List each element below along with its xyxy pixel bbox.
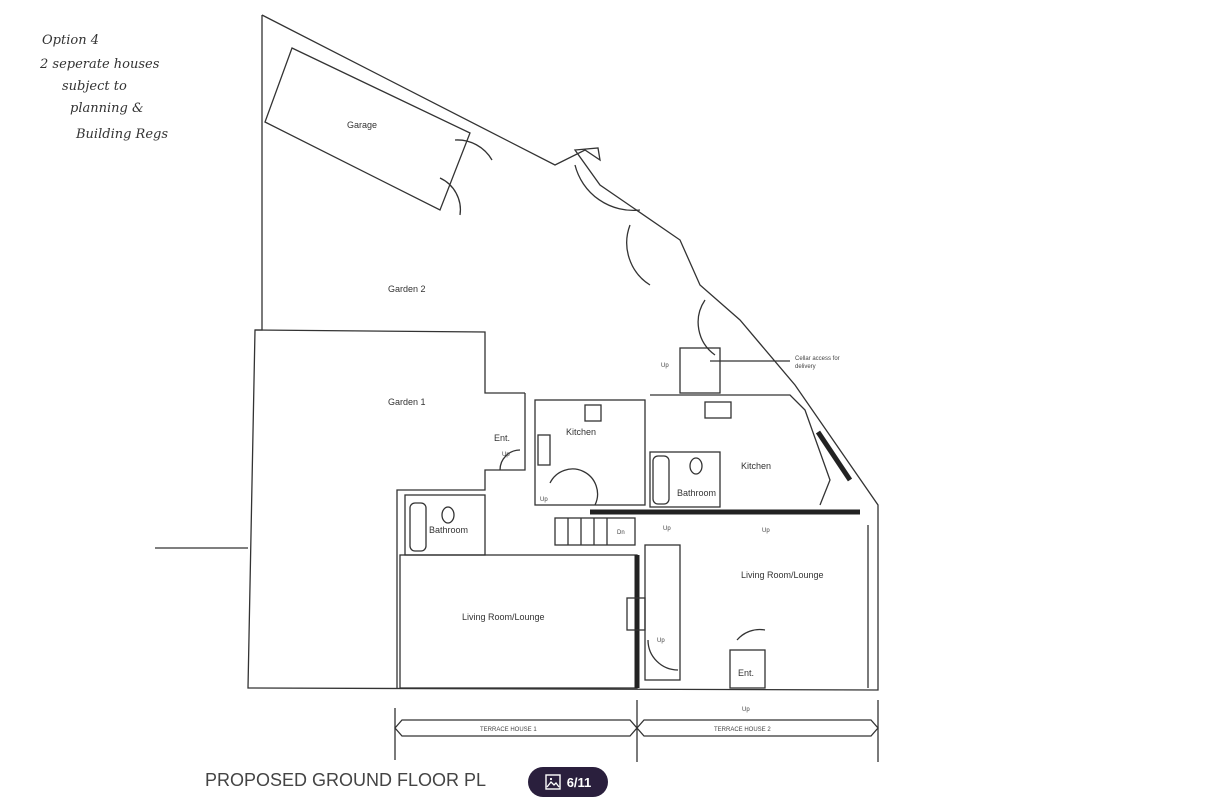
- stair2: [644, 544, 681, 681]
- label-living2: Living Room/Lounge: [741, 570, 824, 580]
- up-label: Up: [540, 497, 548, 503]
- kitchen1: [534, 399, 646, 506]
- up-label: Up: [663, 526, 671, 532]
- terrace-house-2-label: TERRACE HOUSE 2: [714, 727, 771, 733]
- image-counter: 6/11: [566, 774, 592, 790]
- sink-icon: [537, 434, 551, 466]
- sink2-icon: [704, 401, 732, 419]
- cellar-note-1: Cellar access for: [795, 356, 840, 362]
- garden-divider: [254, 329, 525, 394]
- image-gallery-icon: [545, 774, 561, 790]
- up-label: Up: [661, 363, 669, 369]
- toilet2-icon: [689, 457, 703, 475]
- label-ent1: Ent.: [494, 433, 510, 443]
- ent2-lobby: [729, 649, 766, 689]
- label-garden2: Garden 2: [388, 284, 426, 294]
- door-swings: [499, 449, 599, 506]
- svg-text:Option 4: Option 4: [42, 33, 99, 48]
- up-label: Up: [502, 452, 510, 458]
- svg-text:2 seperate houses: 2 seperate houses: [39, 57, 160, 72]
- handwritten-note: Option 4 2 seperate houses subject to pl…: [39, 33, 168, 142]
- up-label: Up: [657, 638, 665, 644]
- cellar-note-2: delivery: [795, 364, 816, 370]
- image-counter-badge[interactable]: 6/11: [528, 767, 608, 797]
- bathroom2: [649, 451, 721, 508]
- garage-outline: [264, 47, 471, 211]
- dn-label: Dn: [617, 530, 625, 536]
- site-boundary: [247, 14, 879, 691]
- bath-tub2-icon: [652, 455, 670, 505]
- label-bathroom2: Bathroom: [677, 488, 716, 498]
- plan-title: PROPOSED GROUND FLOOR PL: [205, 770, 487, 790]
- kitchen2-wall: [650, 394, 831, 506]
- label-living1: Living Room/Lounge: [462, 612, 545, 622]
- house1-wall: [396, 393, 526, 688]
- label-kitchen2: Kitchen: [741, 461, 771, 471]
- label-garage: Garage: [347, 120, 377, 130]
- dimension-bar: TERRACE HOUSE 1 TERRACE HOUSE 2: [394, 700, 879, 762]
- bath-tub-icon: [409, 502, 427, 552]
- up-label: Up: [742, 707, 750, 713]
- label-bathroom1: Bathroom: [429, 525, 468, 535]
- door2-swings: [647, 628, 766, 671]
- cellar-hatch: [679, 347, 721, 394]
- toilet-icon: [441, 506, 455, 524]
- svg-text:subject to: subject to: [62, 79, 127, 94]
- label-garden1: Garden 1: [388, 397, 426, 407]
- garden-doors: [574, 164, 716, 356]
- label-ent2: Ent.: [738, 668, 754, 678]
- staircase: [554, 517, 636, 546]
- garage-door: [439, 139, 493, 216]
- svg-text:Building Regs: Building Regs: [75, 127, 168, 142]
- up-label: Up: [762, 528, 770, 534]
- window-thick: [815, 430, 853, 482]
- hob-icon: [584, 404, 602, 422]
- label-kitchen1: Kitchen: [566, 427, 596, 437]
- svg-text:planning &: planning &: [70, 101, 144, 116]
- terrace-house-1-label: TERRACE HOUSE 1: [480, 727, 537, 733]
